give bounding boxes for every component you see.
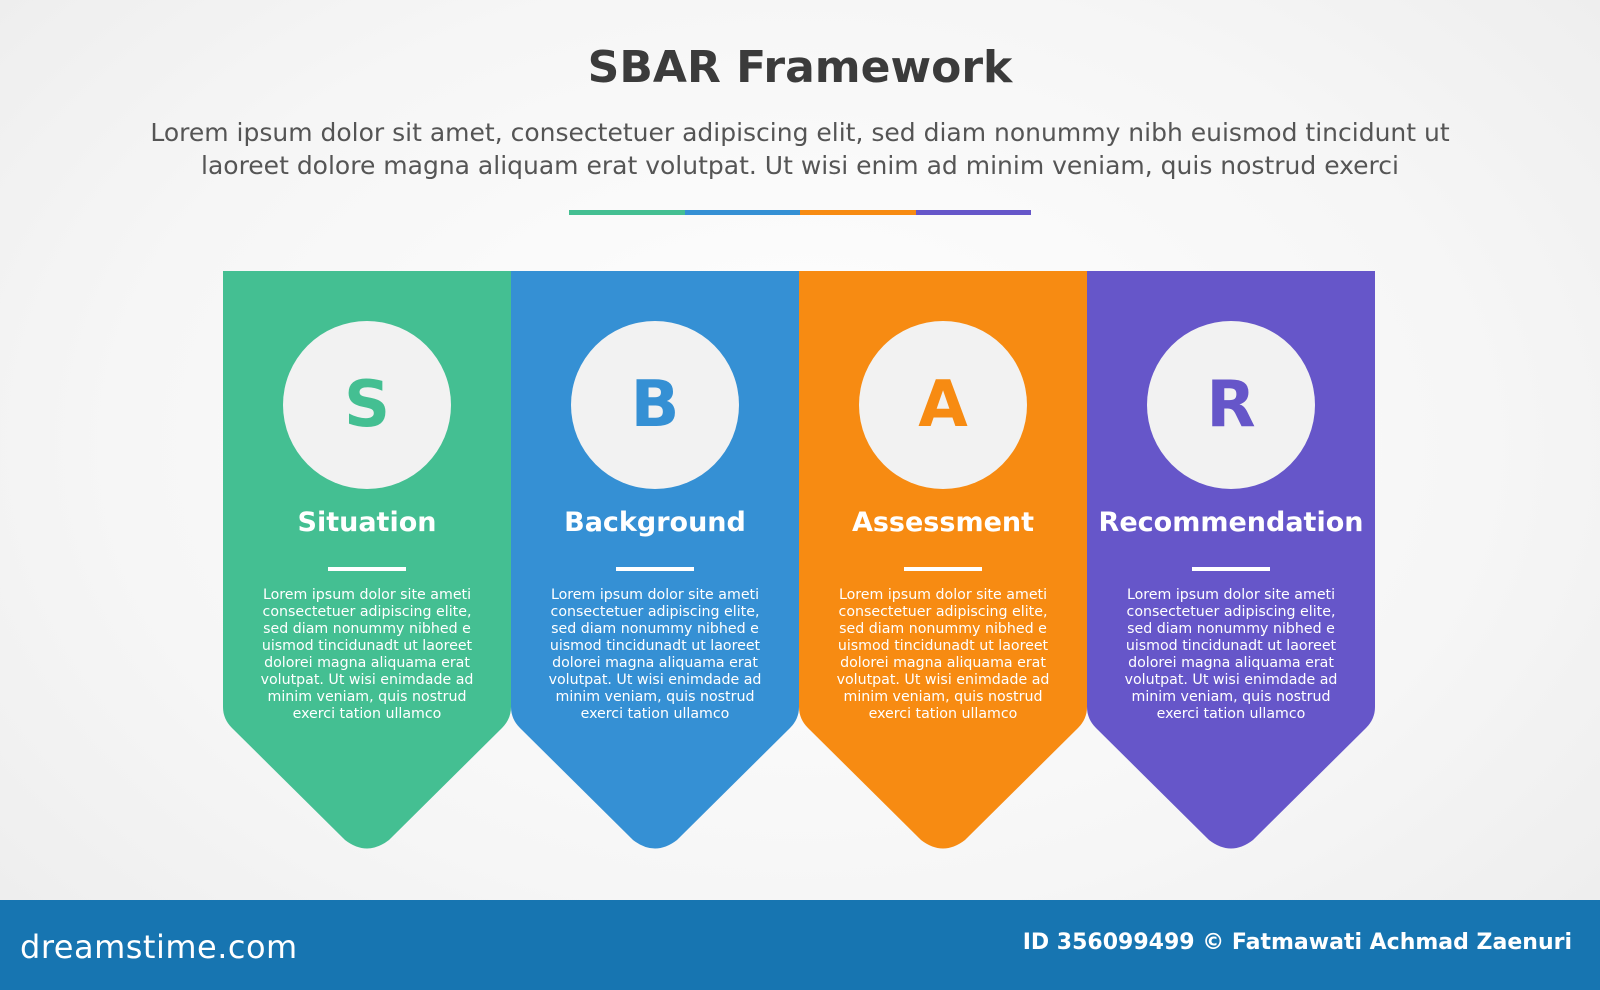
page-title: SBAR Framework bbox=[587, 42, 1013, 93]
letter-circle: S bbox=[283, 321, 451, 489]
card-letter: A bbox=[918, 368, 968, 442]
card-description: Lorem ipsum dolor site ameti consectetue… bbox=[548, 587, 762, 722]
card-heading-underline bbox=[1192, 567, 1270, 571]
card-letter: R bbox=[1206, 368, 1256, 442]
footer-credit: ID 356099499 © Fatmawati Achmad Zaenuri bbox=[1022, 930, 1572, 955]
card-heading: Background bbox=[564, 507, 746, 538]
card-heading: Assessment bbox=[851, 507, 1035, 538]
card-heading: Situation bbox=[297, 507, 437, 538]
card-description: Lorem ipsum dolor site ameti consectetue… bbox=[1124, 587, 1338, 722]
letter-circle: B bbox=[571, 321, 739, 489]
color-rule-blue bbox=[685, 210, 800, 215]
card-heading-underline bbox=[328, 567, 406, 571]
card-heading-underline bbox=[904, 567, 982, 571]
card-description: Lorem ipsum dolor site ameti consectetue… bbox=[836, 587, 1050, 722]
color-rule-purple bbox=[916, 210, 1031, 215]
letter-circle: A bbox=[859, 321, 1027, 489]
footer-bar bbox=[0, 900, 1600, 990]
card-heading: Recommendation bbox=[1098, 507, 1364, 538]
footer-brand: dreamstime.com bbox=[20, 928, 298, 966]
color-rule-orange bbox=[800, 210, 916, 215]
card-letter: S bbox=[343, 368, 391, 442]
card-description: Lorem ipsum dolor site ameti consectetue… bbox=[260, 587, 474, 722]
letter-circle: R bbox=[1147, 321, 1315, 489]
card-heading-underline bbox=[616, 567, 694, 571]
card-letter: B bbox=[630, 368, 680, 442]
color-rule-green bbox=[569, 210, 685, 215]
page-subtitle: Lorem ipsum dolor sit amet, consectetuer… bbox=[150, 118, 1450, 180]
